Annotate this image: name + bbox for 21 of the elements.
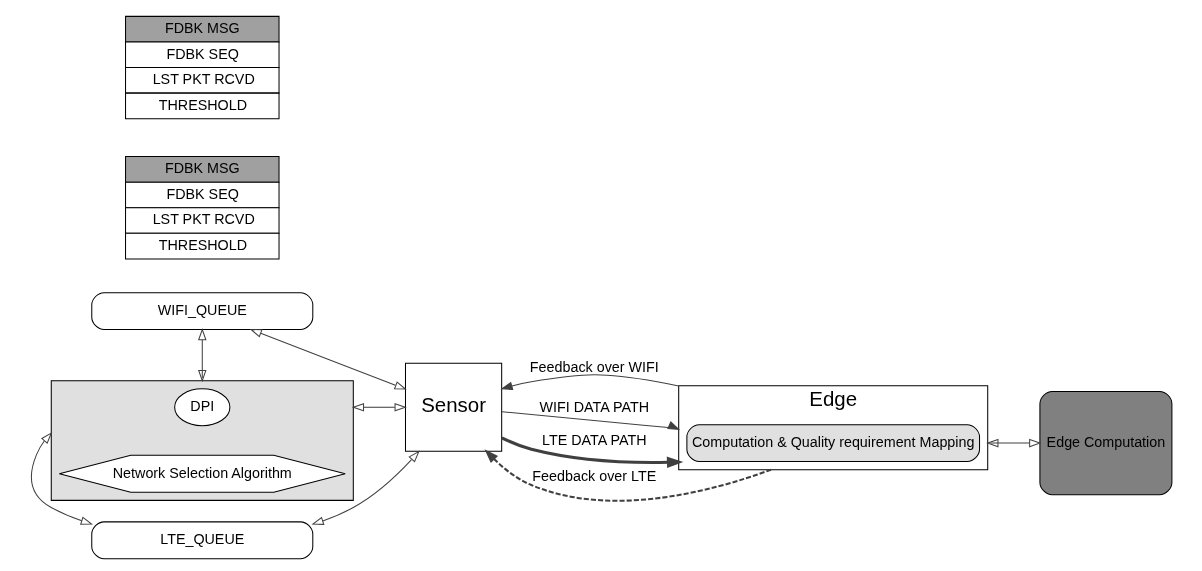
- arrow: [249, 328, 407, 390]
- arrow: [310, 450, 420, 525]
- node-ellipse: DPI: [173, 388, 230, 427]
- arrow: [30, 432, 93, 525]
- arrow: [499, 374, 679, 390]
- edge-label: WIFI DATA PATH: [539, 398, 649, 415]
- node-box: Sensor: [404, 362, 502, 452]
- node-box: Computation & Quality requirement Mapping: [685, 424, 980, 462]
- arrow: [351, 402, 407, 412]
- node-box: WIFI_QUEUE: [90, 292, 313, 330]
- node-box: Edge Computation: [1038, 390, 1172, 496]
- node-box: LTE_QUEUE: [90, 521, 313, 560]
- edge-label: Feedback over WIFI: [529, 358, 659, 375]
- cluster: [50, 380, 354, 501]
- arrow: [501, 411, 680, 430]
- arrow: [500, 436, 683, 469]
- edge-label: LTE DATA PATH: [541, 432, 647, 449]
- arrow: [483, 449, 771, 502]
- arrow: [985, 438, 1041, 448]
- arrow: [197, 327, 207, 383]
- edge-label: Feedback over LTE: [531, 468, 656, 485]
